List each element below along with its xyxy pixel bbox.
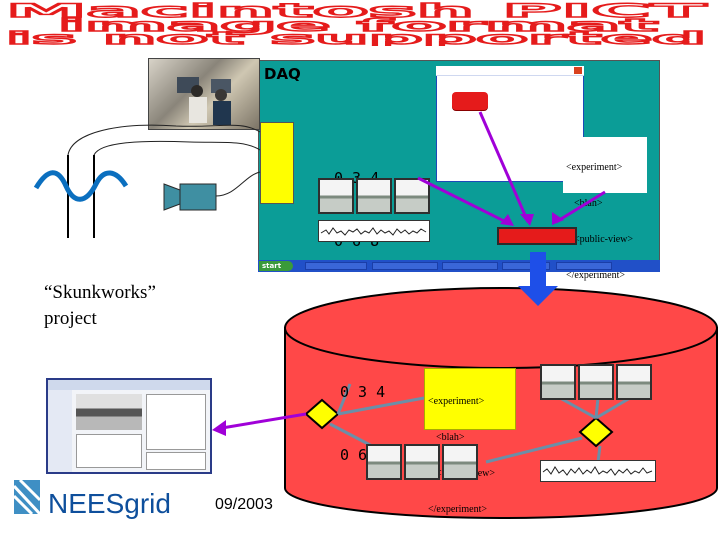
lab-photo — [148, 58, 260, 130]
daq-xml-snippet — [563, 137, 647, 193]
repository-counter-row-1: 0 3 4 — [340, 383, 386, 401]
taskbar-item[interactable] — [372, 262, 438, 270]
viewer-sidebar — [48, 390, 72, 472]
waveform-plot — [318, 220, 430, 242]
video-thumbnail — [366, 444, 402, 480]
viewer-plot-panel — [146, 452, 206, 470]
start-button[interactable]: start — [259, 261, 293, 271]
repository-link — [595, 396, 631, 420]
taskbar-item[interactable] — [556, 262, 612, 270]
logo-nees: NEES — [48, 488, 125, 519]
water-wave-icon — [33, 170, 129, 202]
red-control-button[interactable] — [452, 92, 488, 110]
project-caption-line-2: project — [44, 308, 97, 329]
xml-line: </experiment> — [566, 270, 626, 281]
sensor-cable — [93, 140, 261, 156]
web-viewer-screenshot — [46, 378, 212, 474]
camera-cable — [215, 171, 261, 197]
repository-link — [329, 422, 373, 448]
waveform-plot — [540, 460, 656, 482]
diamond-node — [304, 398, 340, 430]
daq-dialog-window — [436, 66, 584, 182]
project-caption-line-1: “Skunkworks” — [44, 282, 156, 303]
viewer-plot-panel — [146, 394, 206, 450]
repository-link — [337, 396, 425, 416]
repository-link — [485, 436, 583, 464]
video-thumbnail — [394, 178, 430, 214]
video-thumbnail — [356, 178, 392, 214]
presentation-date: 09/2003 — [215, 496, 273, 513]
repository-link — [594, 397, 600, 419]
camera-body-icon — [179, 183, 217, 211]
dialog-close-icon[interactable] — [574, 67, 582, 74]
video-thumbnail — [540, 364, 576, 400]
banner-line-2: image format — [58, 16, 658, 36]
video-thumbnail — [318, 178, 354, 214]
arrowhead-icon — [552, 212, 564, 225]
ingest-arrow-head — [518, 286, 558, 306]
waveform-trace — [542, 466, 653, 476]
diamond-node — [578, 416, 614, 448]
taskbar-item[interactable] — [442, 262, 498, 270]
camera-lens-icon — [163, 183, 181, 211]
unsupported-image-banner: Macintosh PICT image format is not suppo… — [5, 0, 707, 46]
xml-line: <blah> — [436, 432, 465, 443]
logo-grid: grid — [124, 488, 171, 519]
viewer-plot-panel — [76, 434, 142, 468]
ingest-arrow-shaft — [530, 252, 546, 288]
video-thumbnail — [404, 444, 440, 480]
neesgrid-logo-text: NEESgrid — [48, 488, 171, 520]
xml-line: <public-view> — [574, 234, 634, 245]
viewer-header — [48, 380, 210, 390]
arrowhead-icon — [500, 214, 514, 226]
video-thumbnail — [578, 364, 614, 400]
repository-link — [559, 396, 597, 420]
flow-arrow — [478, 111, 530, 223]
lab-photo-figures — [177, 77, 231, 125]
flow-arrow — [417, 176, 511, 226]
taskbar-item[interactable] — [502, 262, 550, 270]
video-thumbnail — [616, 364, 652, 400]
arrowhead-icon — [212, 420, 226, 436]
flow-arrow — [555, 190, 606, 224]
arrowhead-icon — [520, 214, 534, 226]
neesgrid-logo-icon — [14, 478, 42, 516]
xml-line: <experiment> — [566, 162, 623, 173]
daq-dialog-titlebar — [436, 66, 584, 76]
video-thumbnail — [442, 444, 478, 480]
viewer-video-panel — [76, 394, 142, 430]
sensor-cable — [67, 124, 261, 156]
repository-link — [596, 445, 602, 463]
banner-line-3: is not supported — [6, 29, 706, 46]
data-turbine-bar — [497, 227, 577, 245]
daq-label: DAQ — [264, 65, 301, 83]
taskbar-item[interactable] — [305, 262, 367, 270]
banner-line-1: Macintosh PICT — [6, 0, 706, 22]
project-caption: “Skunkworks” project — [44, 280, 264, 332]
xml-line: </experiment> — [428, 504, 488, 515]
xml-line: <experiment> — [428, 396, 485, 407]
repository-link — [336, 383, 352, 415]
publish-arrow — [221, 412, 307, 430]
repository-xml-snippet — [424, 368, 516, 430]
daq-yellow-panel — [260, 122, 294, 204]
waveform-trace — [320, 227, 427, 236]
